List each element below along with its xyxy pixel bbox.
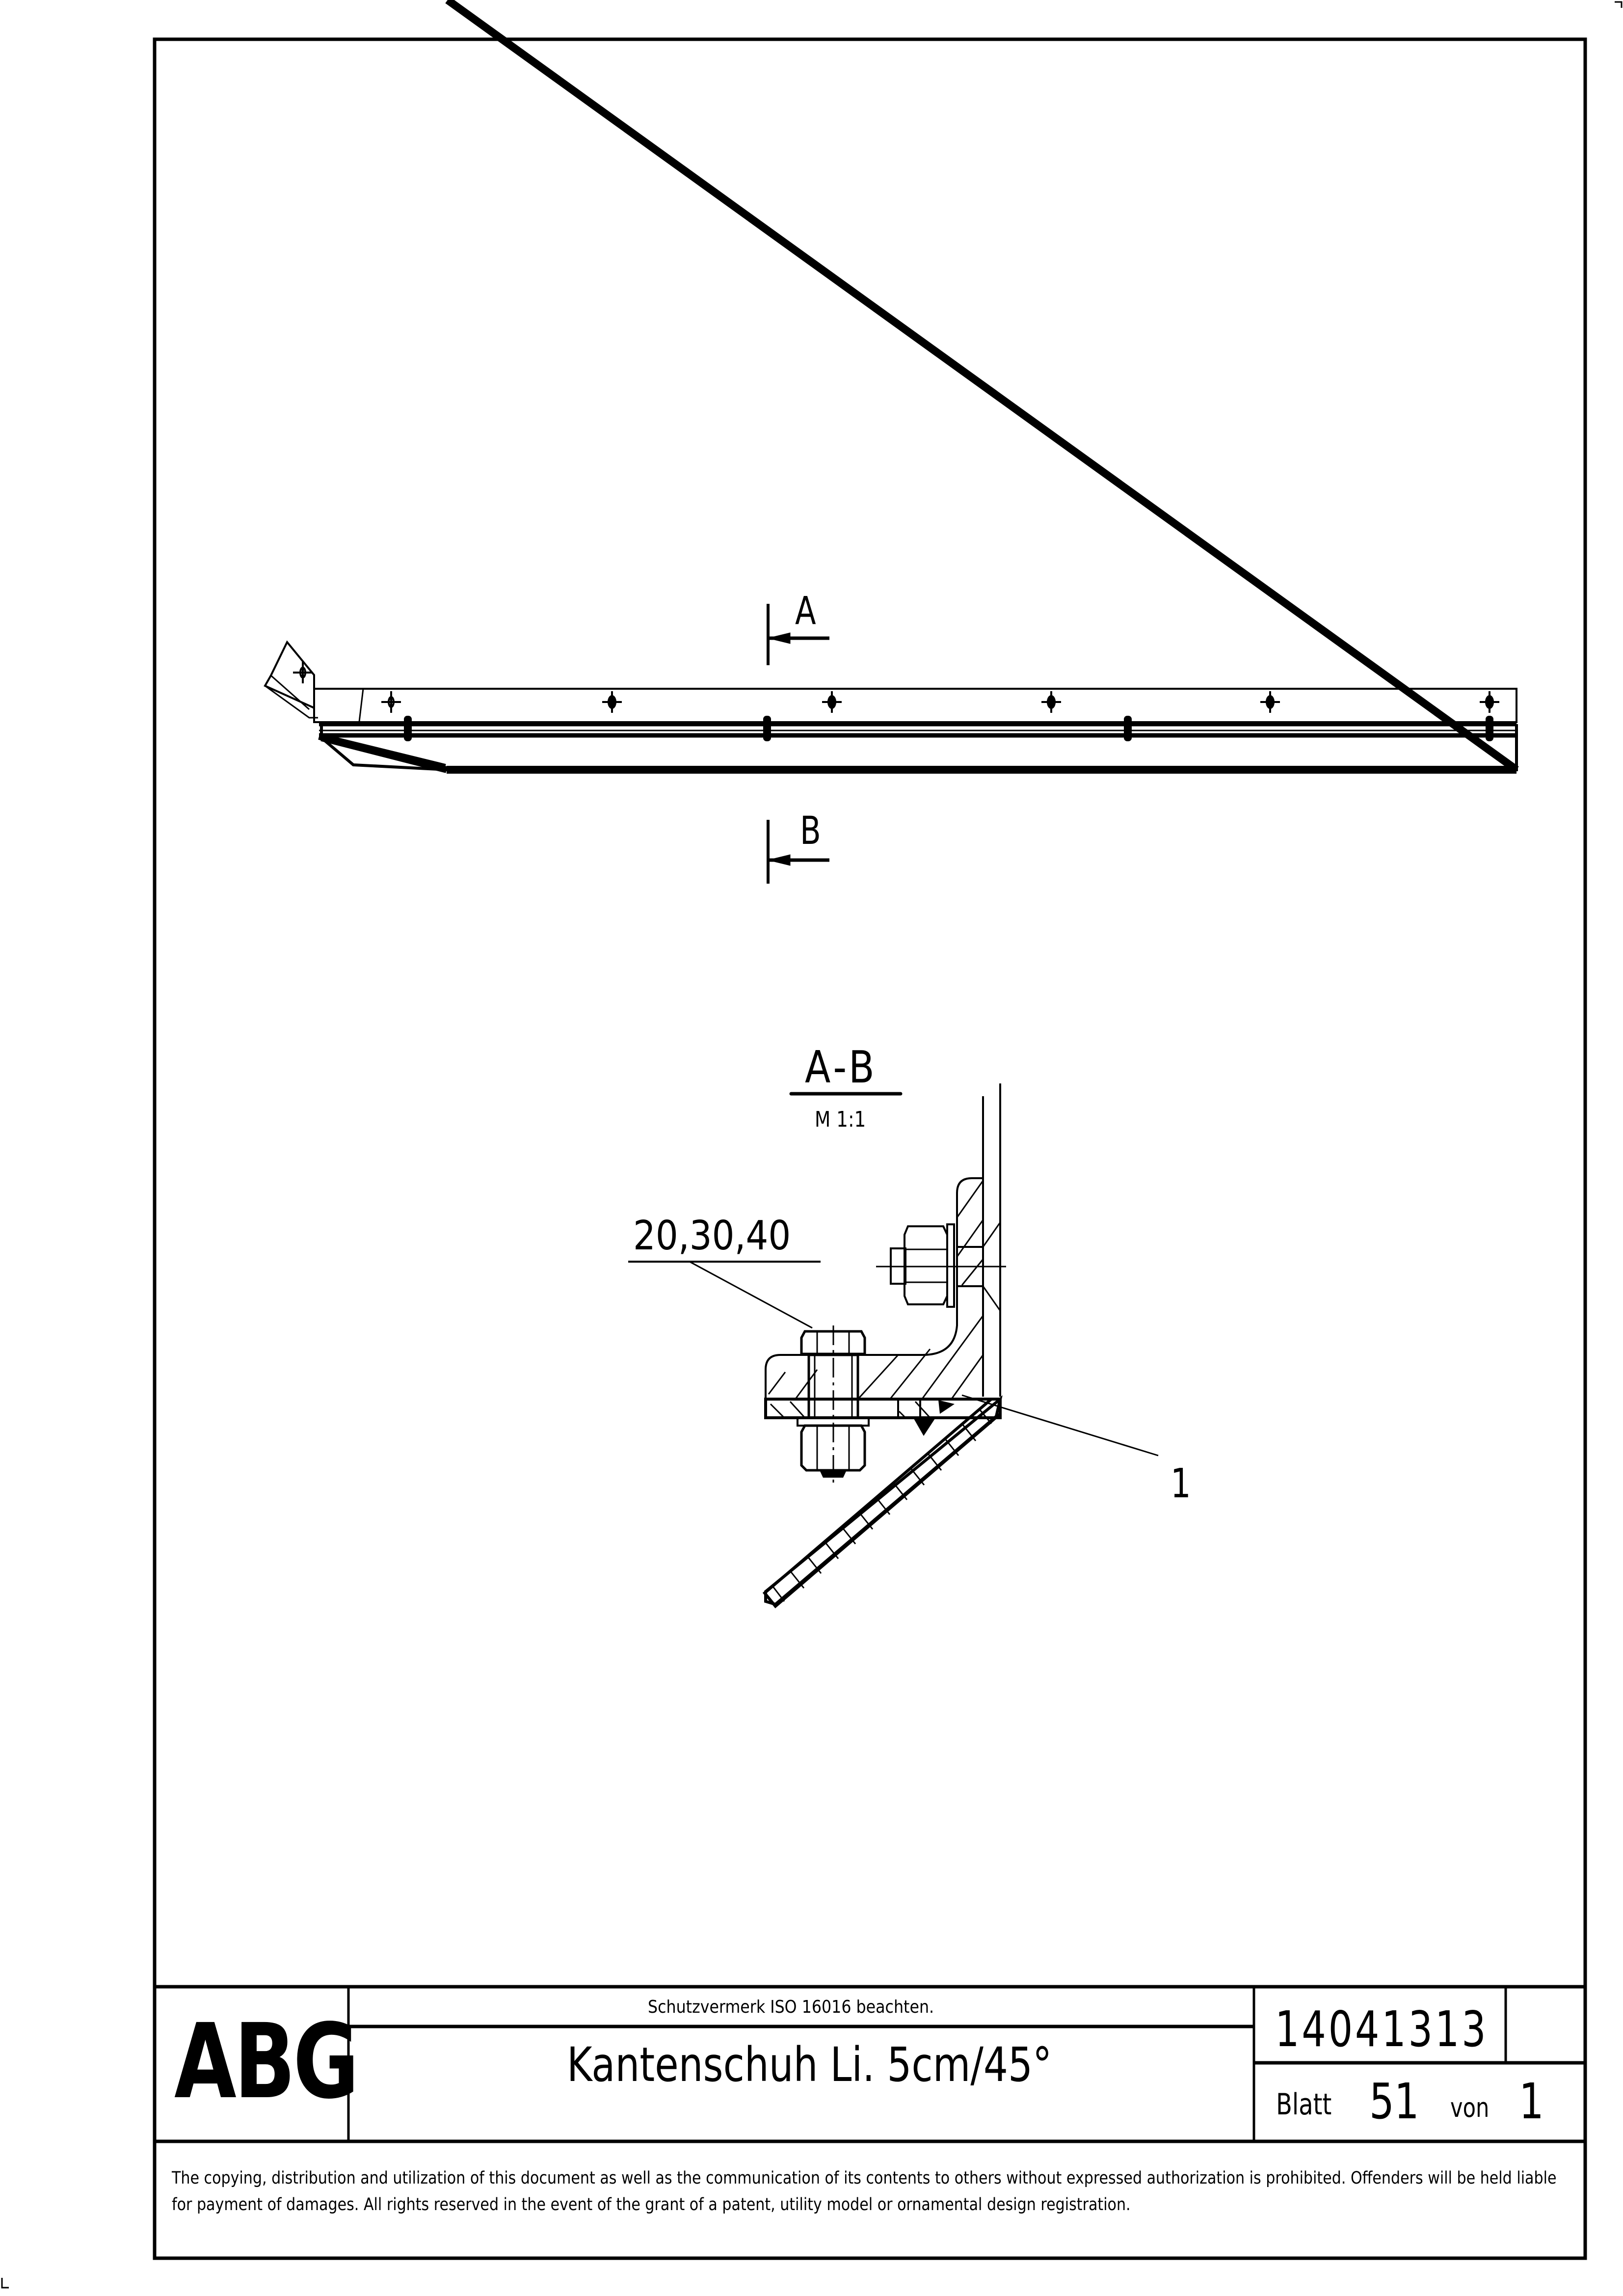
sheet-label: Blatt bbox=[1276, 2087, 1332, 2122]
section-title: A-B bbox=[805, 1042, 878, 1093]
section-view bbox=[762, 1083, 1006, 1609]
hole-marks bbox=[293, 662, 1499, 713]
callout-item-1: 1 bbox=[1171, 1460, 1191, 1507]
title-block-grid bbox=[155, 1985, 1585, 2143]
section-label-b: B bbox=[800, 809, 821, 853]
section-marker-a bbox=[767, 604, 829, 665]
total-sheets: 1 bbox=[1519, 2073, 1544, 2130]
drawing-number: 14041313 bbox=[1275, 2000, 1489, 2058]
drawing-title: Kantenschuh Li. 5cm/45° bbox=[567, 2037, 1052, 2092]
section-label-a: A bbox=[795, 589, 816, 633]
section-marker-b bbox=[767, 820, 829, 884]
copyright-notice: The copying, distribution and utilizatio… bbox=[172, 2168, 1557, 2215]
protection-note: Schutzvermerk ISO 16016 beachten. bbox=[648, 1997, 934, 2017]
section-scale: M 1:1 bbox=[815, 1107, 866, 1132]
sheet-frame bbox=[153, 37, 1587, 2260]
elevation-view bbox=[264, 0, 1519, 774]
sheet-number: 51 bbox=[1369, 2073, 1419, 2130]
of-label: von bbox=[1450, 2092, 1490, 2123]
callout-bolt-positions: 20,30,40 bbox=[633, 1213, 791, 1259]
company-logo: ABG bbox=[174, 2001, 359, 2122]
leader-lines bbox=[628, 1261, 1159, 1457]
elevation-bolts bbox=[404, 716, 1493, 741]
